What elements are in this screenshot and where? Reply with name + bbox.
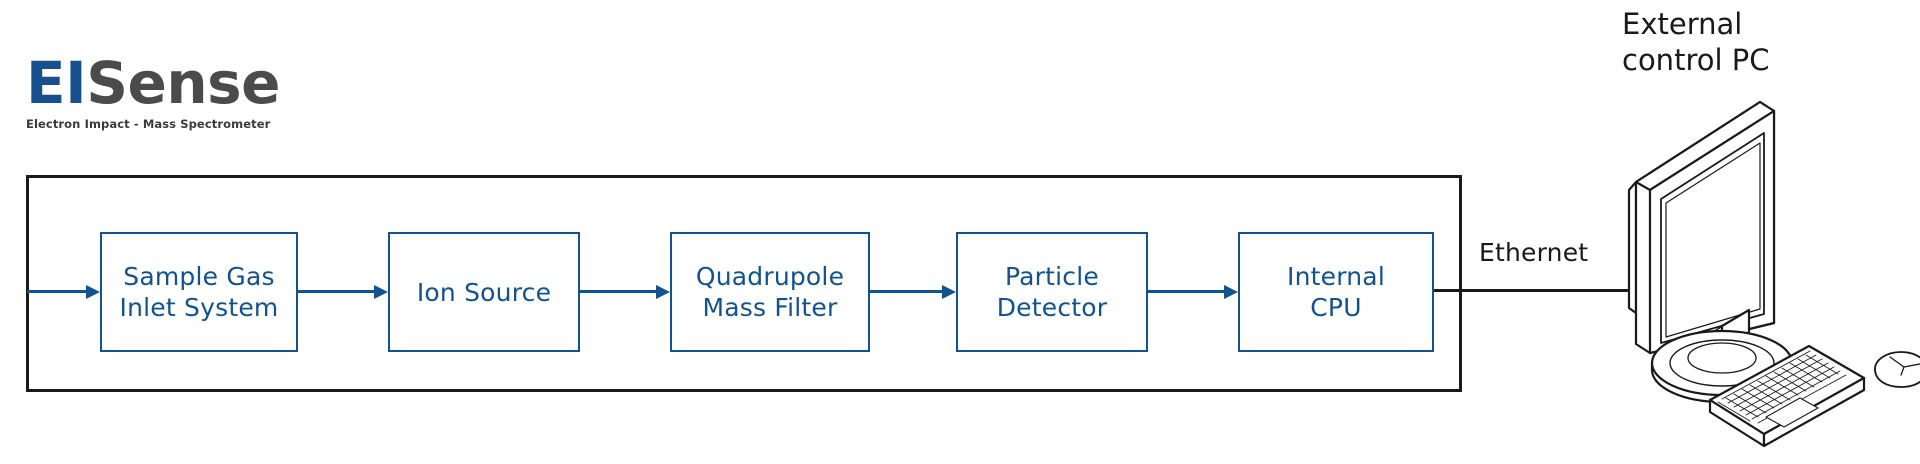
logo-wordmark: EISense	[26, 52, 286, 114]
process-box-sample-gas-inlet-system[interactable]: Sample Gas Inlet System	[100, 232, 298, 352]
external-control-pc-illustration	[1614, 78, 1920, 464]
arrow-head	[942, 285, 956, 299]
flow-arrow-detector-to-cpu	[1148, 285, 1238, 299]
ethernet-label: Ethernet	[1479, 238, 1589, 267]
logo-subtitle: Electron Impact - Mass Spectrometer	[26, 117, 271, 131]
eisense-logo: EISense Electron Impact - Mass Spectrome…	[26, 52, 286, 152]
arrow-shaft	[298, 290, 374, 293]
process-box-label: Ion Source	[416, 277, 552, 307]
arrow-shaft	[580, 290, 656, 293]
mouse-icon	[1874, 351, 1920, 388]
external-control-pc-caption: External control PC	[1622, 7, 1770, 77]
process-box-label: Particle Detector	[996, 262, 1108, 322]
arrow-head	[656, 285, 670, 299]
process-box-particle-detector[interactable]: Particle Detector	[956, 232, 1148, 352]
process-box-ion-source[interactable]: Ion Source	[388, 232, 580, 352]
arrow-head	[86, 285, 100, 299]
flow-arrow-ion-source-to-quad	[580, 285, 670, 299]
flow-arrow-quad-to-detector	[870, 285, 956, 299]
flow-arrow-inlet-in	[27, 285, 100, 299]
process-box-quadrupole-mass-filter[interactable]: Quadrupole Mass Filter	[670, 232, 870, 352]
arrow-head	[374, 285, 388, 299]
arrow-shaft	[1148, 290, 1224, 293]
logo-wordmark-suffix: Sense	[86, 49, 280, 117]
ethernet-connection-line	[1434, 289, 1644, 292]
logo-wordmark-prefix: EI	[26, 49, 87, 117]
arrow-head	[1224, 285, 1238, 299]
process-box-internal-cpu[interactable]: Internal CPU	[1238, 232, 1434, 352]
process-box-label: Internal CPU	[1287, 262, 1385, 322]
process-box-label: Sample Gas Inlet System	[119, 262, 279, 322]
arrow-shaft	[27, 290, 86, 293]
instrument-enclosure-boundary	[26, 175, 1462, 392]
process-box-label: Quadrupole Mass Filter	[695, 262, 845, 322]
flow-arrow-inlet-to-ion-source	[298, 285, 388, 299]
monitor-icon	[1627, 100, 1794, 404]
arrow-shaft	[870, 290, 942, 293]
keyboard-icon	[1708, 344, 1866, 448]
